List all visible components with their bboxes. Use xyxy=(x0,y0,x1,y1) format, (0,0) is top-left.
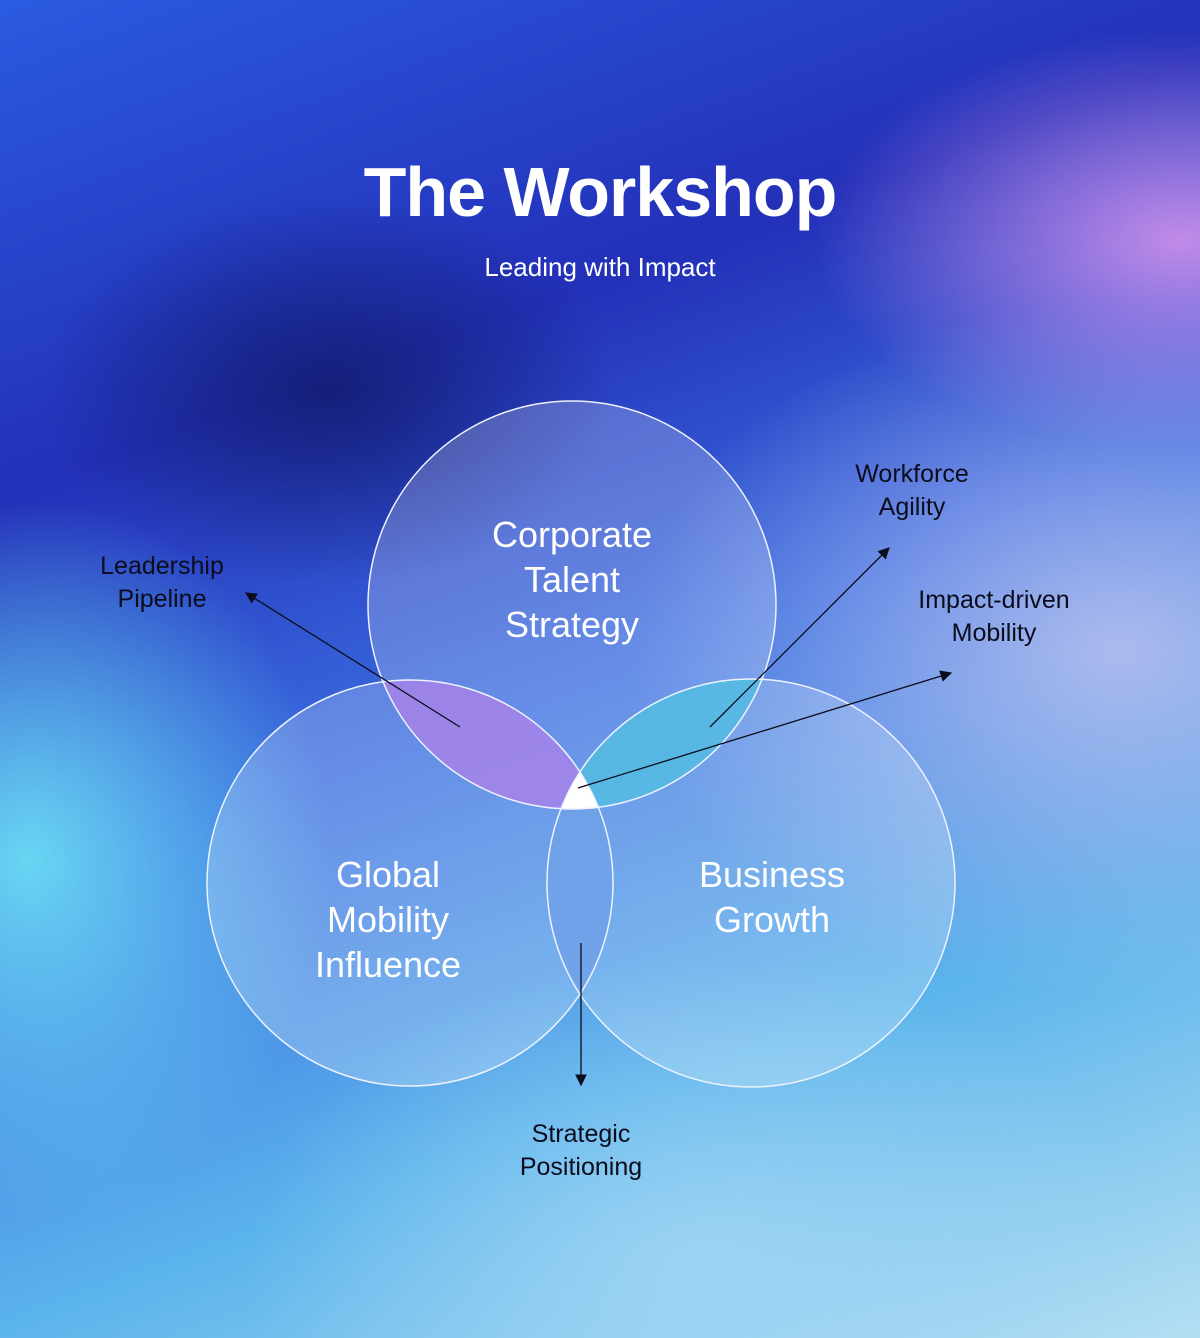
annotation-line: Strategic xyxy=(531,1120,631,1148)
page-subtitle: Leading with Impact xyxy=(484,252,716,282)
label-line: Business xyxy=(698,854,846,895)
annotation-leadership-pipeline: Leadership Pipeline xyxy=(62,550,262,616)
annotation-line: Positioning xyxy=(519,1153,643,1181)
arrow-leadership-pipeline xyxy=(245,592,461,728)
annotation-strategic-positioning: Strategic Positioning xyxy=(481,1118,681,1184)
label-line: Talent xyxy=(523,559,621,600)
label-line: Global xyxy=(335,854,441,895)
annotation-impact-driven-mobility: Impact-driven Mobility xyxy=(884,584,1104,650)
label-corporate-talent-strategy: Corporate Talent Strategy xyxy=(422,512,722,647)
annotation-line: Pipeline xyxy=(117,585,207,613)
arrow-impact-driven-mobility xyxy=(577,670,953,789)
annotation-line: Workforce xyxy=(855,460,969,488)
circle-outline-business xyxy=(546,678,956,1088)
annotation-line: Mobility xyxy=(951,619,1037,647)
annotation-workforce-agility: Workforce Agility xyxy=(812,458,1012,524)
label-line: Growth xyxy=(713,899,831,940)
page-title: The Workshop xyxy=(363,153,838,231)
label-line: Influence xyxy=(314,944,462,985)
label-line: Mobility xyxy=(326,899,450,940)
annotation-line: Leadership xyxy=(100,552,224,580)
overlap-corporate-business xyxy=(547,679,776,809)
label-business-growth: Business Growth xyxy=(622,852,922,942)
annotation-line: Agility xyxy=(878,493,946,521)
circle-outline-corporate xyxy=(367,400,777,810)
label-line: Corporate xyxy=(491,514,653,555)
arrow-workforce-agility xyxy=(709,547,890,728)
label-line: Strategy xyxy=(504,604,640,645)
circle-outline-global xyxy=(206,679,614,1087)
annotation-line: Impact-driven xyxy=(918,586,1070,614)
label-global-mobility-influence: Global Mobility Influence xyxy=(238,852,538,987)
overlap-corporate-global xyxy=(368,680,613,809)
